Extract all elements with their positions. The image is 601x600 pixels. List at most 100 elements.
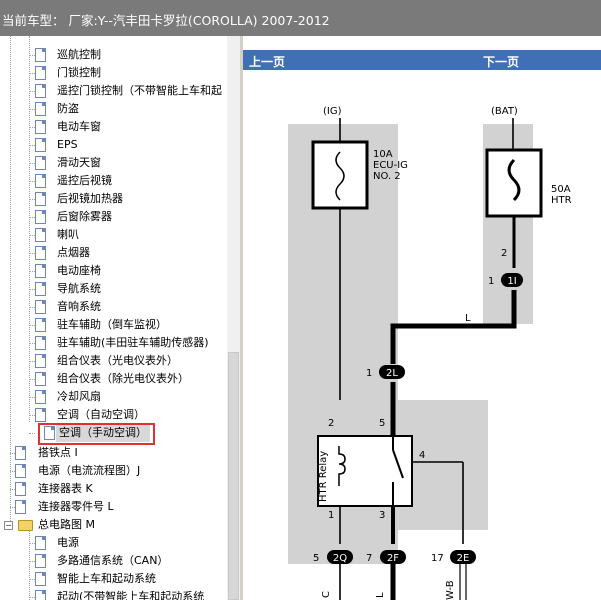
tree-item-label: 电动车窗 xyxy=(57,120,101,133)
tree-item-label: 冷却风扇 xyxy=(57,390,101,403)
tree-item-label: 点烟器 xyxy=(57,246,90,259)
tree-item-label: 连接器表 K xyxy=(38,482,93,495)
tree-item[interactable]: 电动座椅 xyxy=(0,262,227,280)
page-nav-bar: 上一页 下一页 xyxy=(243,50,601,70)
tree-item-label: 空调（手动空调） xyxy=(56,424,150,442)
tree-item-label: 驻车辅助(丰田驻车辅助传感器) xyxy=(57,336,209,349)
tree-item-label: 组合仪表（光电仪表外） xyxy=(57,354,178,367)
document-icon xyxy=(35,264,46,278)
fuse-ecu-ig xyxy=(311,140,369,210)
document-icon xyxy=(35,590,46,600)
next-page-link[interactable]: 下一页 xyxy=(483,55,520,69)
document-icon xyxy=(35,282,46,296)
panel-divider[interactable] xyxy=(240,36,243,600)
connector-2e: 2E xyxy=(457,553,470,564)
tree-section[interactable]: 搭铁点 I xyxy=(0,444,227,462)
tree-item-label: 总电路图 M xyxy=(38,518,95,531)
relay-label: HTR Relay xyxy=(318,451,329,502)
tree-item-label: 空调（自动空调） xyxy=(57,408,145,421)
tree-item-label: 喇叭 xyxy=(57,228,79,241)
document-icon xyxy=(35,536,46,550)
document-icon xyxy=(35,300,46,314)
tree-item[interactable]: 喇叭 xyxy=(0,226,227,244)
pin-2e: 17 xyxy=(431,553,444,564)
pin-relay-5: 5 xyxy=(379,418,385,429)
tree-item-label: 后窗除雾器 xyxy=(57,210,112,223)
document-icon xyxy=(35,66,46,80)
folder-icon xyxy=(18,520,33,531)
tree-item[interactable]: 巡航控制 xyxy=(0,46,227,64)
fuse-htr-line2: HTR xyxy=(551,195,572,206)
document-icon xyxy=(15,500,26,514)
tree-item[interactable]: 后视镜加热器 xyxy=(0,190,227,208)
selected-outline xyxy=(38,423,155,445)
tree-subitem[interactable]: 电源 xyxy=(0,534,227,552)
ig-label: (IG) xyxy=(323,106,342,117)
content-pane: 上一页 下一页 (IG) (BAT) 10A ECU-IG NO. 2 50A … xyxy=(243,36,601,600)
document-icon xyxy=(44,426,55,440)
tree-folder-expanded[interactable]: − 总电路图 M xyxy=(0,516,227,534)
pin-relay-1: 1 xyxy=(328,510,334,521)
wire-c: C xyxy=(321,591,332,598)
pin-2q: 5 xyxy=(313,553,319,564)
wire-wb: W-B xyxy=(445,580,456,600)
fuse-htr-line1: 50A xyxy=(551,184,571,195)
document-icon xyxy=(35,408,46,422)
tree-item[interactable]: 防盗 xyxy=(0,100,227,118)
pin-bat-2: 2 xyxy=(501,248,507,259)
collapse-toggle-icon[interactable]: − xyxy=(4,521,13,530)
document-icon xyxy=(35,318,46,332)
tree-item-label: 电源 xyxy=(57,536,79,549)
tree-item-label: 连接器零件号 L xyxy=(38,500,114,513)
tree-item-label: 组合仪表（除光电仪表外） xyxy=(57,372,189,385)
tree-item-label: 音响系统 xyxy=(57,300,101,313)
tree-item[interactable]: 驻车辅助(丰田驻车辅助传感器) xyxy=(0,334,227,352)
tree-subitem[interactable]: 多路通信系统（CAN） xyxy=(0,552,227,570)
tree-item[interactable]: 电动车窗 xyxy=(0,118,227,136)
tree-item-label: 多路通信系统（CAN） xyxy=(57,554,169,567)
tree-item[interactable]: 滑动天窗 xyxy=(0,154,227,172)
tree-subitem[interactable]: 智能上车和起动系统 xyxy=(0,570,227,588)
window-header: 当前车型：厂家:Y--汽丰田卡罗拉(COROLLA) 2007-2012 xyxy=(0,0,601,36)
tree-item[interactable]: 驻车辅助（倒车监视） xyxy=(0,316,227,334)
tree-item[interactable]: 冷却风扇 xyxy=(0,388,227,406)
tree-item[interactable]: 点烟器 xyxy=(0,244,227,262)
document-icon xyxy=(35,390,46,404)
model-label: 当前车型： xyxy=(2,13,65,28)
tree-item-label: 电源（电流流程图）J xyxy=(38,464,141,477)
tree-item[interactable]: 组合仪表（除光电仪表外） xyxy=(0,370,227,388)
tree-section[interactable]: 连接器表 K xyxy=(0,480,227,498)
tree-item-selected[interactable]: 空调（手动空调） xyxy=(0,424,227,442)
tree-section[interactable]: 电源（电流流程图）J xyxy=(0,462,227,480)
tree-subitem[interactable]: 起动(不带智能上车和起动系统 xyxy=(0,588,227,600)
tree-item[interactable]: 空调（自动空调） xyxy=(0,406,227,424)
prev-page-link[interactable]: 上一页 xyxy=(249,55,286,69)
tree-item-label: 防盗 xyxy=(57,102,79,115)
tree-section[interactable]: 连接器零件号 L xyxy=(0,498,227,516)
tree-item[interactable]: 音响系统 xyxy=(0,298,227,316)
tree-item-label: 遥控门锁控制（不带智能上车和起 xyxy=(57,84,222,97)
fuse-htr xyxy=(485,148,543,218)
document-icon xyxy=(35,554,46,568)
document-icon xyxy=(35,336,46,350)
connector-2l: 2L xyxy=(386,368,398,379)
tree-item[interactable]: 遥控后视镜 xyxy=(0,172,227,190)
tree-item-label: 电动座椅 xyxy=(57,264,101,277)
tree-item[interactable]: 门锁控制 xyxy=(0,64,227,82)
tree-item[interactable]: 后窗除雾器 xyxy=(0,208,227,226)
tree-item-label: 导航系统 xyxy=(57,282,101,295)
scrollbar-thumb[interactable] xyxy=(228,352,239,600)
tree-item[interactable]: 组合仪表（光电仪表外） xyxy=(0,352,227,370)
tree-item-label: 遥控后视镜 xyxy=(57,174,112,187)
connector-2q: 2Q xyxy=(333,553,347,564)
tree-item[interactable]: 导航系统 xyxy=(0,280,227,298)
tree-scrollbar[interactable] xyxy=(227,36,240,600)
document-icon xyxy=(15,464,26,478)
pin-1i: 1 xyxy=(488,276,494,287)
bat-label: (BAT) xyxy=(491,106,518,117)
document-icon xyxy=(35,156,46,170)
tree-item[interactable]: 遥控门锁控制（不带智能上车和起 xyxy=(0,82,227,100)
tree-item[interactable]: EPS xyxy=(0,136,227,154)
document-icon xyxy=(35,246,46,260)
document-icon xyxy=(35,210,46,224)
